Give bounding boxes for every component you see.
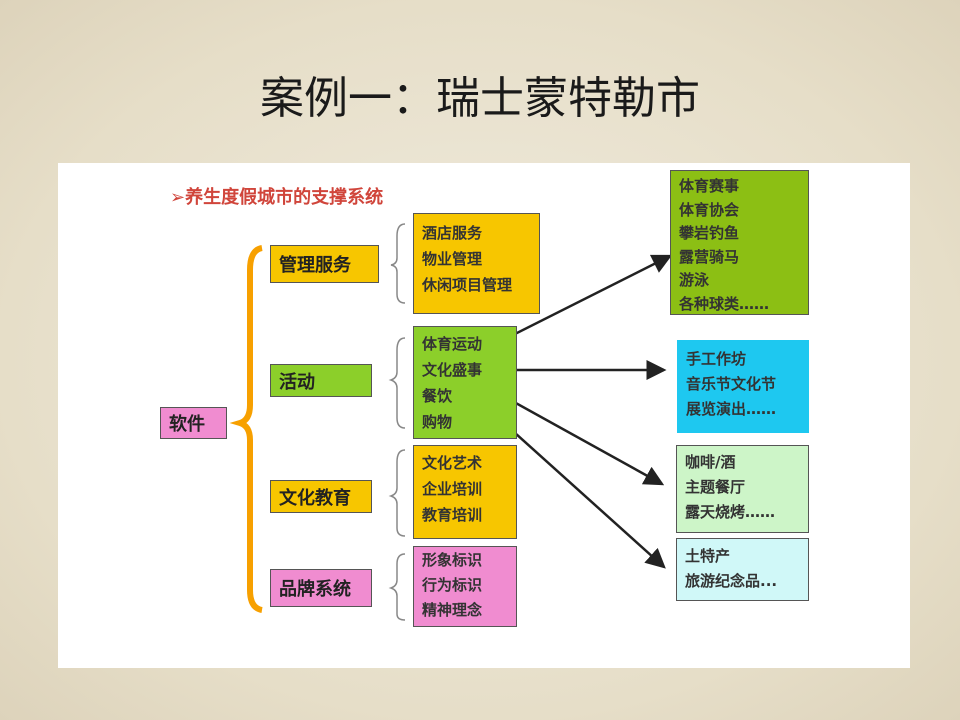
list-item: 咖啡/酒: [685, 453, 736, 471]
list-item: 展览演出……: [686, 400, 777, 418]
category-label: 文化教育: [279, 487, 351, 509]
brace-1: [390, 223, 406, 304]
diagram-subtitle: ➢养生度假城市的支撑系统: [170, 187, 384, 208]
detail-shopping: 土特产旅游纪念品...: [676, 538, 809, 601]
list-culture-education: 文化艺术企业培训教育培训: [413, 445, 517, 539]
list-item: 精神理念: [422, 601, 483, 619]
brace-2: [388, 337, 406, 429]
list-item: 体育协会: [679, 200, 740, 219]
list-activities: 体育运动文化盛事餐饮购物: [413, 326, 517, 439]
list-item: 攀岩钓鱼: [679, 224, 740, 242]
list-item: 教育培训: [422, 506, 483, 524]
category-brand: 品牌系统: [270, 569, 372, 607]
list-item: 体育运动: [422, 335, 483, 353]
category-culture-education: 文化教育: [270, 480, 372, 513]
category-label: 管理服务: [279, 255, 351, 276]
root-node: 软件: [160, 407, 227, 439]
list-item: 行为标识: [422, 576, 483, 594]
arrow-sports: [496, 254, 673, 345]
arrow-dining: [504, 395, 665, 486]
main-brace: [229, 245, 263, 613]
detail-culture: 手工作坊音乐节文化节展览演出……: [677, 340, 809, 433]
list-item: 旅游纪念品...: [685, 572, 778, 590]
list-item: 企业培训: [422, 480, 483, 498]
list-item: 露天烧烤……: [685, 503, 776, 521]
list-item: 游泳: [679, 271, 710, 289]
category-management: 管理服务: [270, 245, 379, 283]
brace-4: [388, 553, 406, 621]
list-item: 文化盛事: [422, 361, 483, 379]
list-brand: 形象标识行为标识精神理念: [413, 546, 517, 627]
list-management: 酒店服务物业管理休闲项目管理: [413, 213, 540, 314]
category-label: 活动: [279, 371, 315, 393]
detail-sports: 体育赛事体育协会攀岩钓鱼露营骑马游泳各种球类……: [670, 170, 809, 315]
list-item: 主题餐厅: [685, 478, 746, 496]
category-label: 品牌系统: [279, 579, 351, 600]
list-item: 物业管理: [422, 250, 483, 268]
list-item: 文化艺术: [422, 454, 483, 472]
list-item: 体育赛事: [679, 177, 740, 195]
list-item: 音乐节文化节: [686, 375, 777, 393]
list-item: 手工作坊: [686, 350, 747, 368]
list-item: 形象标识: [422, 551, 483, 569]
list-item: 各种球类……: [679, 294, 770, 313]
list-item: 购物: [422, 413, 453, 431]
slide-title: 案例一：瑞士蒙特勒市: [260, 73, 700, 124]
root-label: 软件: [169, 414, 205, 435]
category-activities: 活动: [270, 364, 372, 397]
list-item: 露营骑马: [679, 247, 740, 266]
list-item: 休闲项目管理: [422, 276, 513, 294]
detail-dining: 咖啡/酒主题餐厅露天烧烤……: [676, 445, 809, 533]
list-item: 餐饮: [422, 387, 453, 405]
list-item: 酒店服务: [422, 224, 483, 242]
list-item: 土特产: [685, 547, 731, 565]
arrow-shopping: [504, 423, 666, 569]
brace-3: [388, 449, 406, 537]
